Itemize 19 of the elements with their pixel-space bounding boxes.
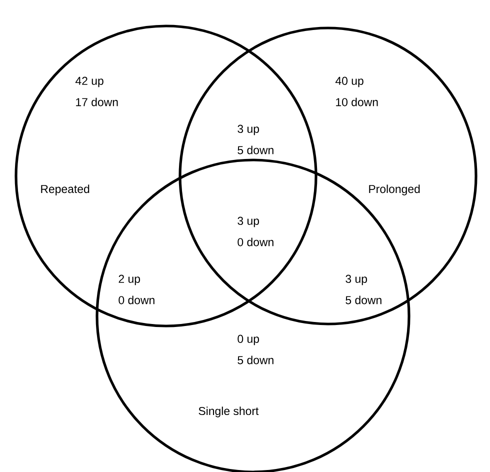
count-label: 3 up <box>346 274 367 286</box>
count-label: 5 down <box>346 296 382 304</box>
count-label: 0 down <box>118 296 154 304</box>
count-label: 0 down <box>238 238 274 246</box>
count-label: 3 up <box>238 124 259 136</box>
count-label: 2 up <box>118 274 140 286</box>
count-label: 5 down <box>238 356 274 364</box>
count-label: 10 down <box>336 98 378 106</box>
count-label: 17 down <box>76 98 118 106</box>
count-label: 3 up <box>238 216 259 228</box>
venn-circle <box>14 24 318 328</box>
count-label: 42 up <box>75 76 104 88</box>
set-label: Prolonged <box>369 184 420 196</box>
set-label: Repeated <box>41 184 90 196</box>
venn-circle <box>178 26 478 326</box>
count-label: 0 up <box>238 334 259 346</box>
count-label: 5 down <box>238 146 274 154</box>
count-label: 40 up <box>335 76 364 88</box>
set-label: Single short <box>198 406 259 418</box>
